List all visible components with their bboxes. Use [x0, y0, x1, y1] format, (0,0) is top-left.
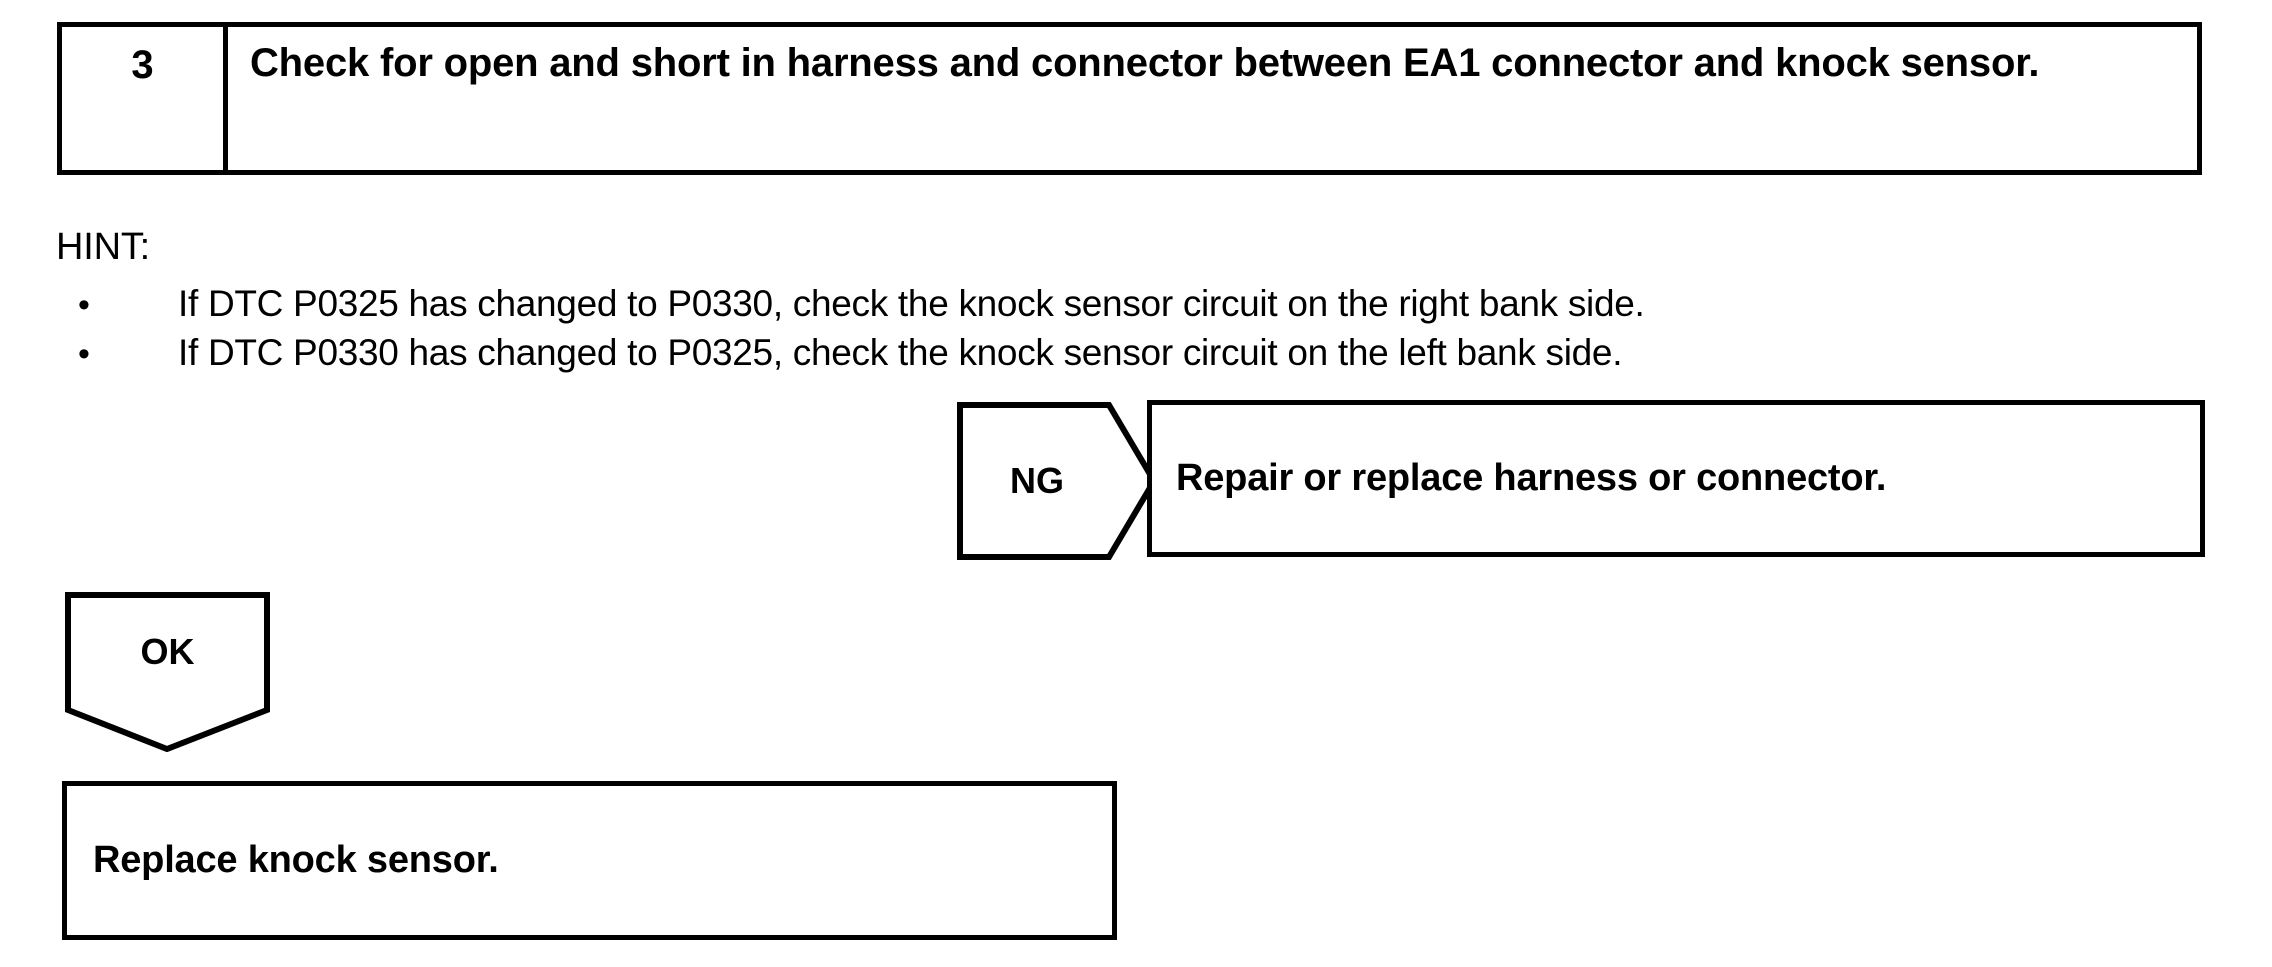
step-description: Check for open and short in harness and … — [250, 41, 2040, 85]
ok-label: OK — [140, 631, 195, 672]
ok-branch: OK — [65, 592, 270, 752]
hint-label: HINT: — [56, 226, 151, 268]
ok-action-text: Replace knock sensor. — [93, 839, 499, 881]
hint-list: • If DTC P0325 has changed to P0330, che… — [56, 280, 2156, 378]
ok-action-box: Replace knock sensor. — [62, 781, 1117, 940]
bullet-icon: • — [78, 334, 90, 373]
ng-action-text: Repair or replace harness or connector. — [1176, 457, 1887, 499]
ng-label: NG — [1010, 460, 1064, 501]
step-description-cell: Check for open and short in harness and … — [228, 27, 2197, 170]
ng-action-box: Repair or replace harness or connector. — [1147, 400, 2205, 557]
hint-item-text: If DTC P0330 has changed to P0325, check… — [178, 331, 1623, 373]
ng-arrow-pentagon-icon — [957, 402, 1157, 560]
step-number: 3 — [131, 43, 154, 87]
bullet-icon: • — [78, 286, 90, 324]
step-header-table: 3 Check for open and short in harness an… — [57, 22, 2202, 175]
ok-arrow-pentagon-icon — [65, 592, 270, 752]
list-item: • If DTC P0325 has changed to P0330, che… — [56, 280, 2156, 329]
hint-item-text: If DTC P0325 has changed to P0330, check… — [178, 283, 1645, 324]
step-number-cell: 3 — [62, 27, 228, 170]
hint-block: HINT: • If DTC P0325 has changed to P033… — [56, 228, 2156, 378]
list-item: • If DTC P0330 has changed to P0325, che… — [56, 329, 2156, 378]
